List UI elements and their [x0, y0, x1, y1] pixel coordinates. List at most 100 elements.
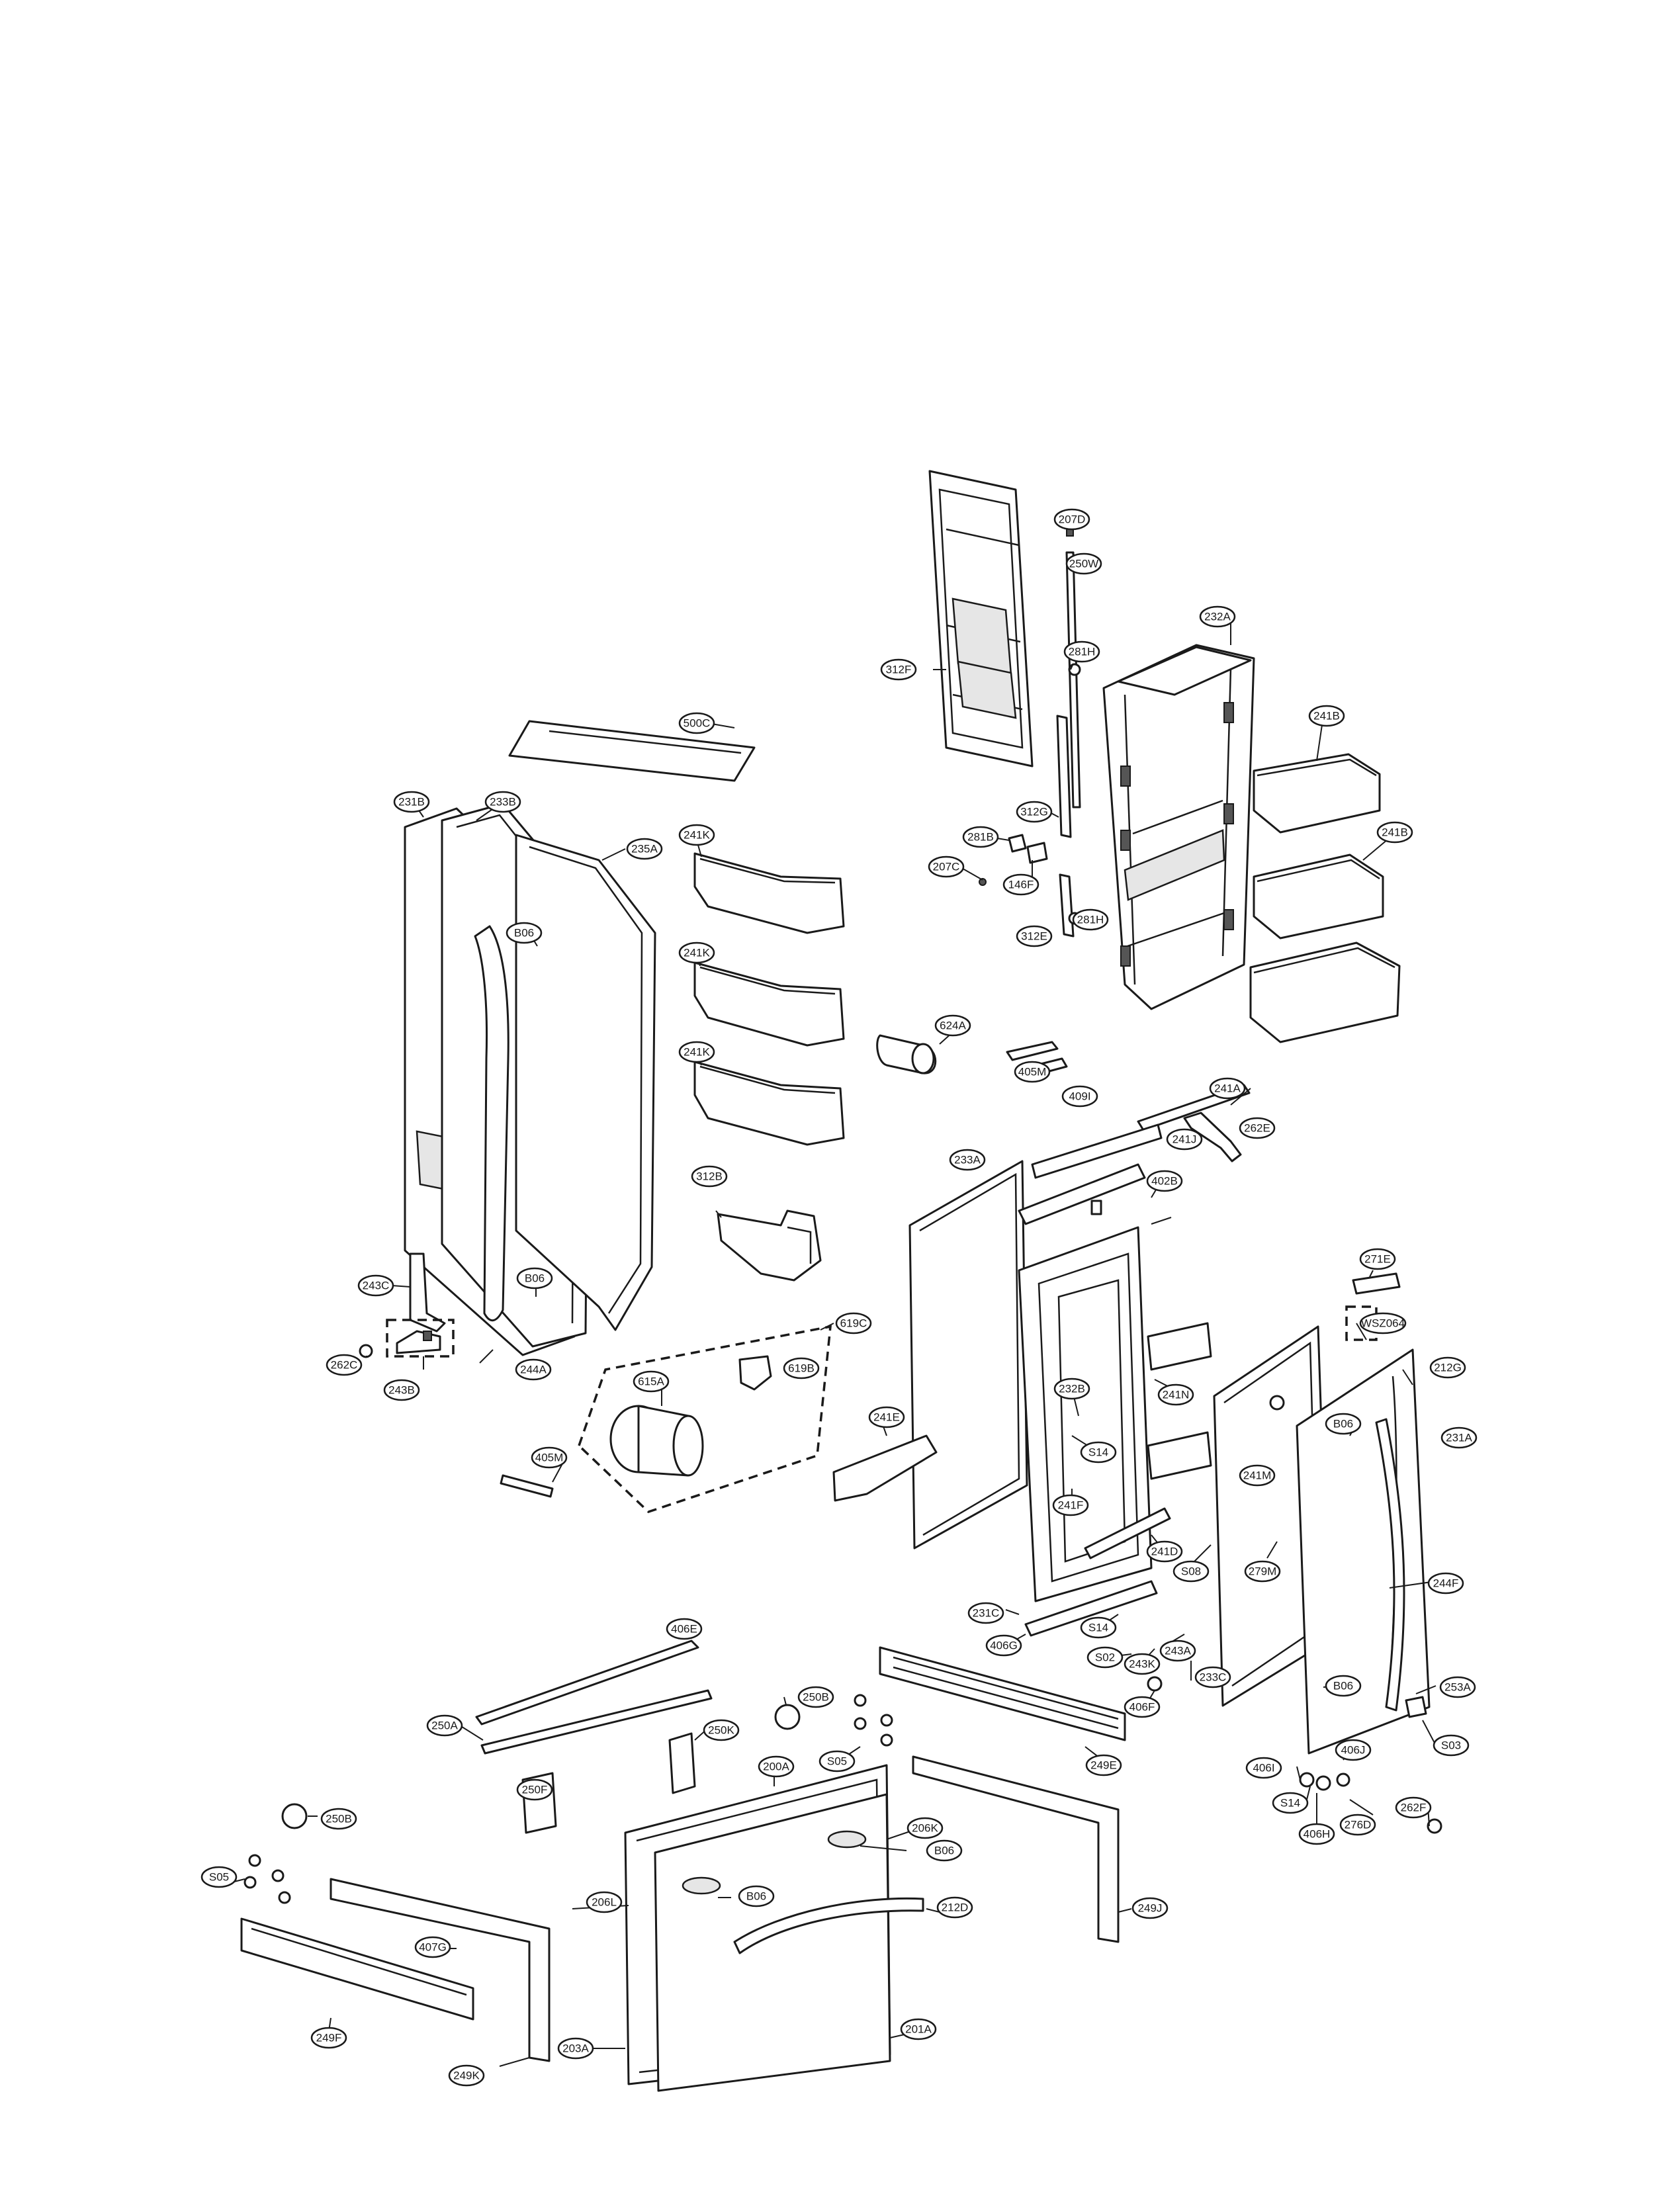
callout-label: 624A [940, 1020, 966, 1032]
hinge-241J [1031, 1123, 1163, 1179]
clip-405M-lower [500, 1474, 554, 1498]
callout-label: B06 [514, 927, 534, 940]
callout-b06: B06 [738, 1885, 775, 1907]
callout-241k: 241K [678, 824, 715, 846]
pantry-housing-232A [1102, 644, 1255, 1010]
callout-262e: 262E [1239, 1117, 1276, 1139]
callout-s05: S05 [200, 1866, 238, 1888]
callout-label: 407G [419, 1941, 447, 1954]
callout-235a: 235A [626, 838, 663, 860]
callout-label: 250W [1069, 558, 1098, 570]
callout-label: 232B [1059, 1383, 1085, 1395]
callout-406f: 406F [1124, 1696, 1161, 1718]
callout-label: 146F [1008, 879, 1034, 891]
gear-250B-top [774, 1704, 801, 1730]
callout-label: 249F [316, 2032, 342, 2044]
callout-146f: 146F [1002, 873, 1039, 896]
callout-207d: 207D [1053, 508, 1090, 531]
callout-241n: 241N [1157, 1383, 1194, 1406]
callout-249e: 249E [1085, 1754, 1122, 1776]
callout-s03: S03 [1433, 1734, 1470, 1757]
handle-244A [474, 925, 509, 1322]
callout-203a: 203A [557, 2037, 594, 2060]
callout-276d: 276D [1339, 1814, 1376, 1836]
strip-312E [1059, 873, 1075, 938]
callout-250w: 250W [1065, 552, 1102, 575]
bracket-250K [668, 1732, 696, 1794]
callout-label: 281B [967, 831, 994, 844]
callout-241e: 241E [868, 1406, 905, 1428]
callout-label: 206K [912, 1822, 938, 1835]
callout-label: 231B [398, 796, 425, 809]
callout-405m: 405M [531, 1446, 568, 1469]
callout-249k: 249K [448, 2064, 485, 2087]
callout-241f: 241F [1052, 1494, 1089, 1516]
callout-406i: 406I [1245, 1757, 1282, 1779]
bracket-249J [912, 1755, 1120, 1943]
callout-wsz064: WSZ064 [1359, 1312, 1407, 1335]
callout-label: 241K [684, 947, 710, 959]
callout-243c: 243C [357, 1274, 394, 1297]
callout-label: 241K [684, 829, 710, 842]
callout-label: 231A [1446, 1432, 1472, 1444]
callout-b06: B06 [506, 922, 543, 944]
callout-244a: 244A [515, 1358, 552, 1381]
callout-206l: 206L [586, 1891, 623, 1913]
door-bin-241K-2 [693, 961, 845, 1047]
callout-label: 233C [1200, 1671, 1227, 1684]
callout-label: 406J [1341, 1744, 1366, 1757]
callout-271e: 271E [1359, 1248, 1396, 1270]
callout-label: B06 [1333, 1680, 1353, 1692]
callout-231b: 231B [393, 791, 430, 813]
nut-262C [359, 1344, 373, 1358]
callout-201a: 201A [900, 2018, 937, 2040]
callout-312e: 312E [1016, 925, 1053, 947]
callout-233c: 233C [1194, 1666, 1231, 1688]
callout-243k: 243K [1124, 1653, 1161, 1675]
callout-406h: 406H [1298, 1823, 1335, 1845]
callout-312b: 312B [691, 1165, 728, 1188]
callout-label: 406I [1253, 1762, 1274, 1774]
callout-label: 619C [840, 1317, 867, 1330]
callout-label: S08 [1181, 1565, 1201, 1578]
door-bin-241A [1249, 941, 1401, 1043]
callout-label: 281H [1069, 646, 1096, 658]
callout-label: B06 [746, 1890, 766, 1903]
callout-label: 243C [363, 1280, 390, 1292]
callout-244f: 244F [1427, 1572, 1464, 1595]
callout-label: 241B [1313, 710, 1340, 722]
callout-b06: B06 [926, 1839, 963, 1862]
door-liner-312F [928, 470, 1034, 767]
rod-250W [1065, 551, 1081, 809]
callout-s05: S05 [818, 1750, 856, 1772]
sub-door-231C [1018, 1226, 1153, 1602]
callout-312f: 312F [880, 658, 917, 681]
screws-S05-left [243, 1854, 291, 1904]
callout-label: 312G [1020, 806, 1048, 818]
callout-label: 241F [1058, 1499, 1084, 1512]
hinge-243A [1024, 1580, 1158, 1637]
callout-label: 241D [1151, 1546, 1178, 1558]
callout-label: 250B [326, 1813, 352, 1825]
callout-label: S05 [827, 1755, 847, 1768]
screws-S05-top [854, 1694, 893, 1747]
frame-402B [1018, 1163, 1146, 1225]
bins-241N [1147, 1322, 1212, 1480]
rail-249E [879, 1646, 1126, 1741]
callout-label: 409I [1069, 1090, 1090, 1103]
callout-label: 405M [535, 1452, 564, 1464]
callout-500c: 500C [678, 712, 715, 734]
bracket-312B [717, 1209, 822, 1282]
callout-s02: S02 [1086, 1646, 1124, 1669]
drawer-door-201A [654, 1793, 891, 2092]
cover-241D [1084, 1507, 1171, 1559]
door-bin-241K-3 [693, 1061, 845, 1146]
callout-s14: S14 [1080, 1441, 1117, 1464]
callout-241m: 241M [1239, 1464, 1276, 1487]
callout-212d: 212D [936, 1896, 973, 1919]
door-bin-241K-1 [693, 852, 845, 934]
hinge-243B [386, 1319, 455, 1358]
assembly-619C [577, 1325, 832, 1513]
callout-label: 241A [1214, 1082, 1241, 1095]
